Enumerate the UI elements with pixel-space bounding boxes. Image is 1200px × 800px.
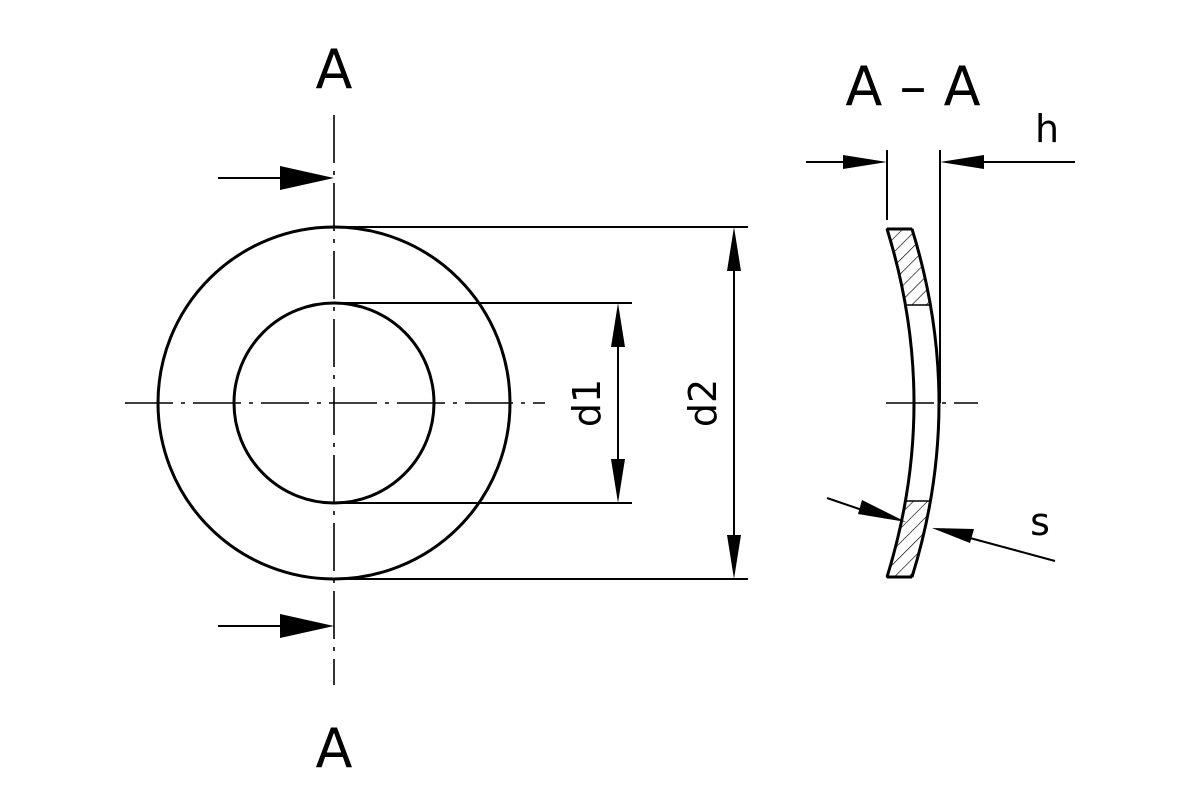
h-arrow-right [940, 155, 984, 169]
d1-arrow-bottom [611, 459, 625, 503]
d2-label: d2 [681, 379, 725, 427]
s-label: s [1030, 500, 1050, 544]
section-arrow-bottom-head [280, 614, 334, 638]
s-leader-right [969, 537, 1056, 562]
h-arrow-left [843, 155, 887, 169]
d1-label: d1 [565, 379, 609, 427]
section-label-top: A [316, 38, 353, 101]
s-arrow-left [858, 500, 906, 522]
hatch-region-bottom [885, 500, 931, 578]
dimension-d1: d1 [334, 302, 632, 504]
s-arrow-right [932, 528, 974, 543]
front-view: A A [125, 38, 545, 780]
d1-arrow-top [611, 303, 625, 347]
d2-arrow-bottom [727, 535, 741, 579]
h-label: h [1035, 107, 1059, 151]
hatch-region-top [885, 228, 931, 306]
section-arrow-top-head [280, 166, 334, 190]
section-label-bottom: A [316, 717, 353, 780]
section-view: A – A h s [806, 55, 1075, 579]
d2-arrow-top [727, 227, 741, 271]
dimension-d2: d2 [334, 226, 748, 580]
section-view-title: A – A [845, 55, 980, 118]
